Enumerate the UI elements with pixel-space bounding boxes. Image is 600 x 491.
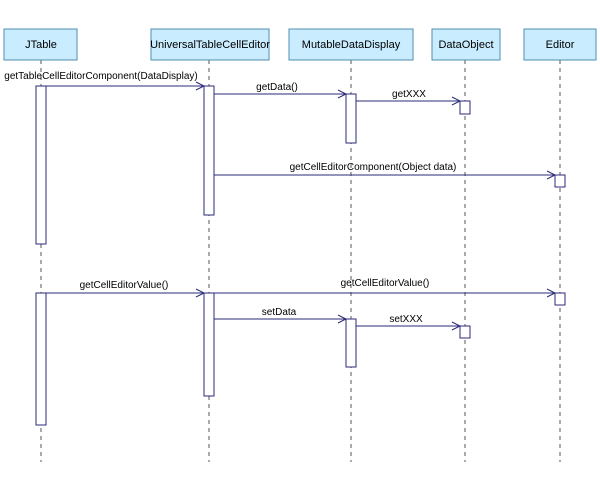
message-set-xxx: setXXX [356, 314, 462, 331]
message-get-table-cell-editor-component: getTableCellEditorComponent(DataDisplay) [4, 71, 206, 91]
activation-universal-table-cell-editor-2 [203, 292, 215, 397]
message-label: setXXX [389, 314, 423, 325]
activation-editor-2 [554, 292, 566, 306]
participant-universal-table-cell-editor: UniversalTableCellEditor [150, 28, 270, 61]
message-get-xxx: getXXX [356, 89, 462, 106]
participant-jtable: JTable [3, 28, 78, 61]
activation-editor-1 [554, 174, 566, 188]
participant-editor: Editor [523, 28, 597, 61]
message-label: getCellEditorValue() [341, 278, 430, 289]
participant-universal-table-cell-editor-label: UniversalTableCellEditor [150, 39, 270, 51]
message-set-data: setData [214, 307, 348, 324]
participant-data-object: DataObject [431, 28, 501, 61]
message-label: getCellEditorValue() [80, 280, 169, 291]
message-get-cell-editor-component: getCellEditorComponent(Object data) [214, 162, 557, 180]
activation-data-object-2 [459, 325, 471, 339]
message-get-cell-editor-value-editor: getCellEditorValue() [214, 278, 557, 298]
activation-mutable-data-display-1 [345, 93, 357, 144]
message-label: getXXX [392, 89, 426, 100]
activation-data-object-1 [459, 100, 471, 115]
participant-data-object-label: DataObject [438, 39, 493, 51]
message-label: getData() [256, 82, 298, 93]
message-label: getTableCellEditorComponent(DataDisplay) [4, 71, 197, 82]
message-get-data: getData() [214, 82, 348, 99]
message-label: setData [262, 307, 297, 318]
activation-jtable-2 [35, 292, 47, 426]
message-get-cell-editor-value-jtable: getCellEditorValue() [46, 280, 206, 298]
participant-jtable-label: JTable [25, 39, 57, 51]
participant-editor-label: Editor [546, 39, 575, 51]
participant-mutable-data-display-label: MutableDataDisplay [302, 39, 401, 51]
activation-universal-table-cell-editor-1 [203, 85, 215, 216]
activation-mutable-data-display-2 [345, 318, 357, 368]
participant-mutable-data-display: MutableDataDisplay [288, 28, 414, 61]
message-label: getCellEditorComponent(Object data) [290, 162, 457, 173]
activation-jtable-1 [35, 85, 47, 245]
